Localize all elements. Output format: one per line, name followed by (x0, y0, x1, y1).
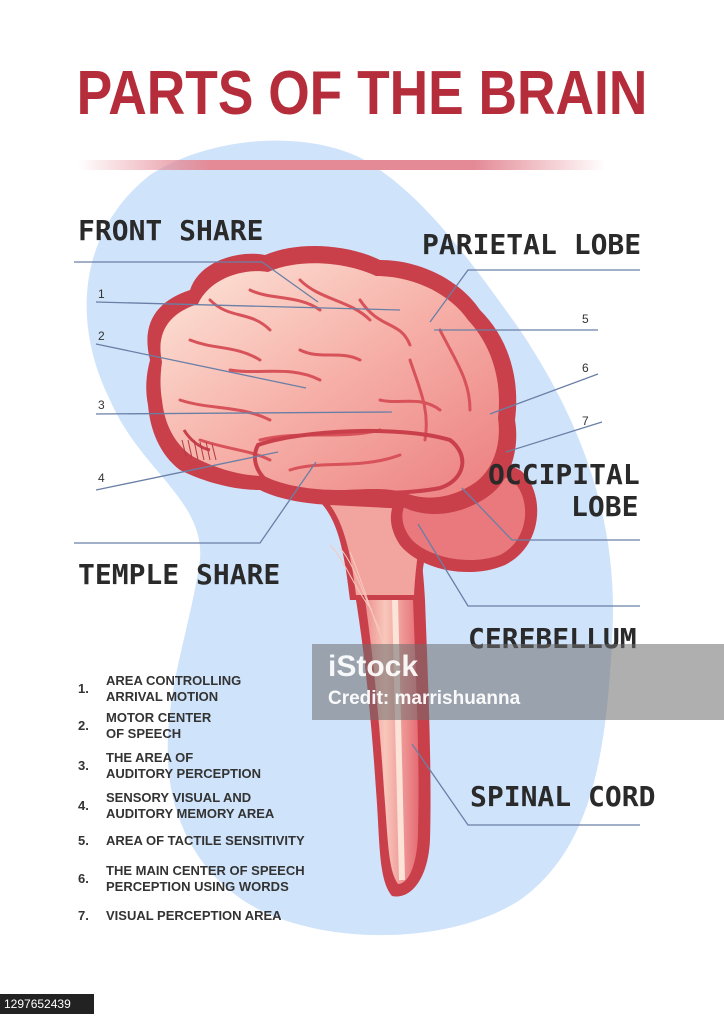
label-temple-share: TEMPLE SHARE (78, 558, 281, 591)
legend-item: 5. AREA OF TACTILE SENSITIVITY (78, 826, 338, 856)
label-parietal-lobe: PARIETAL LOBE (422, 228, 642, 261)
legend-text: THE AREA OF AUDITORY PERCEPTION (106, 750, 262, 781)
legend-item: 7. VISUAL PERCEPTION AREA (78, 902, 338, 930)
legend-number: 3. (78, 758, 89, 773)
marker-number-6: 6 (582, 361, 589, 375)
legend-item: 2. MOTOR CENTER OF SPEECH (78, 706, 338, 746)
marker-number-5: 5 (582, 312, 589, 326)
legend-number: 4. (78, 798, 89, 813)
leader-lines (74, 261, 640, 826)
legend-item: 3. THE AREA OF AUDITORY PERCEPTION (78, 746, 338, 786)
image-id-tag: 1297652439 (0, 994, 94, 1014)
legend-text: MOTOR CENTER OF SPEECH (106, 710, 212, 741)
label-occipital-lobe-line1: OCCIPITAL (488, 458, 640, 491)
marker-number-7: 7 (582, 414, 589, 428)
watermark-logo: iStock (328, 650, 419, 683)
watermark-banner (312, 644, 724, 720)
legend-number: 5. (78, 833, 89, 848)
legend-text: VISUAL PERCEPTION AREA (106, 908, 282, 923)
legend-text: THE MAIN CENTER OF SPEECH PERCEPTION USI… (106, 863, 305, 894)
legend-number: 7. (78, 908, 89, 923)
legend-item: 4. SENSORY VISUAL AND AUDITORY MEMORY AR… (78, 786, 338, 826)
label-occipital-lobe-line2: LOBE (571, 490, 639, 523)
legend: 1. AREA CONTROLLING ARRIVAL MOTION 2. MO… (78, 672, 338, 930)
label-spinal-cord: SPINAL CORD (470, 780, 656, 813)
marker-number-4: 4 (98, 471, 105, 485)
watermark-credit: Credit: marrishuanna (328, 688, 521, 709)
marker-number-2: 2 (98, 329, 105, 343)
marker-number-3: 3 (98, 398, 105, 412)
title-underline (78, 160, 606, 170)
page-title: PARTS OF THE BRAIN (76, 59, 648, 128)
legend-item: 1. AREA CONTROLLING ARRIVAL MOTION (78, 672, 338, 706)
legend-number: 1. (78, 681, 89, 696)
legend-text: AREA CONTROLLING ARRIVAL MOTION (106, 673, 242, 704)
marker-number-1: 1 (98, 287, 105, 301)
legend-item: 6. THE MAIN CENTER OF SPEECH PERCEPTION … (78, 856, 338, 902)
label-front-share: FRONT SHARE (78, 214, 264, 247)
legend-number: 2. (78, 718, 89, 733)
legend-number: 6. (78, 871, 89, 886)
legend-text: AREA OF TACTILE SENSITIVITY (106, 833, 305, 848)
legend-text: SENSORY VISUAL AND AUDITORY MEMORY AREA (106, 790, 275, 821)
